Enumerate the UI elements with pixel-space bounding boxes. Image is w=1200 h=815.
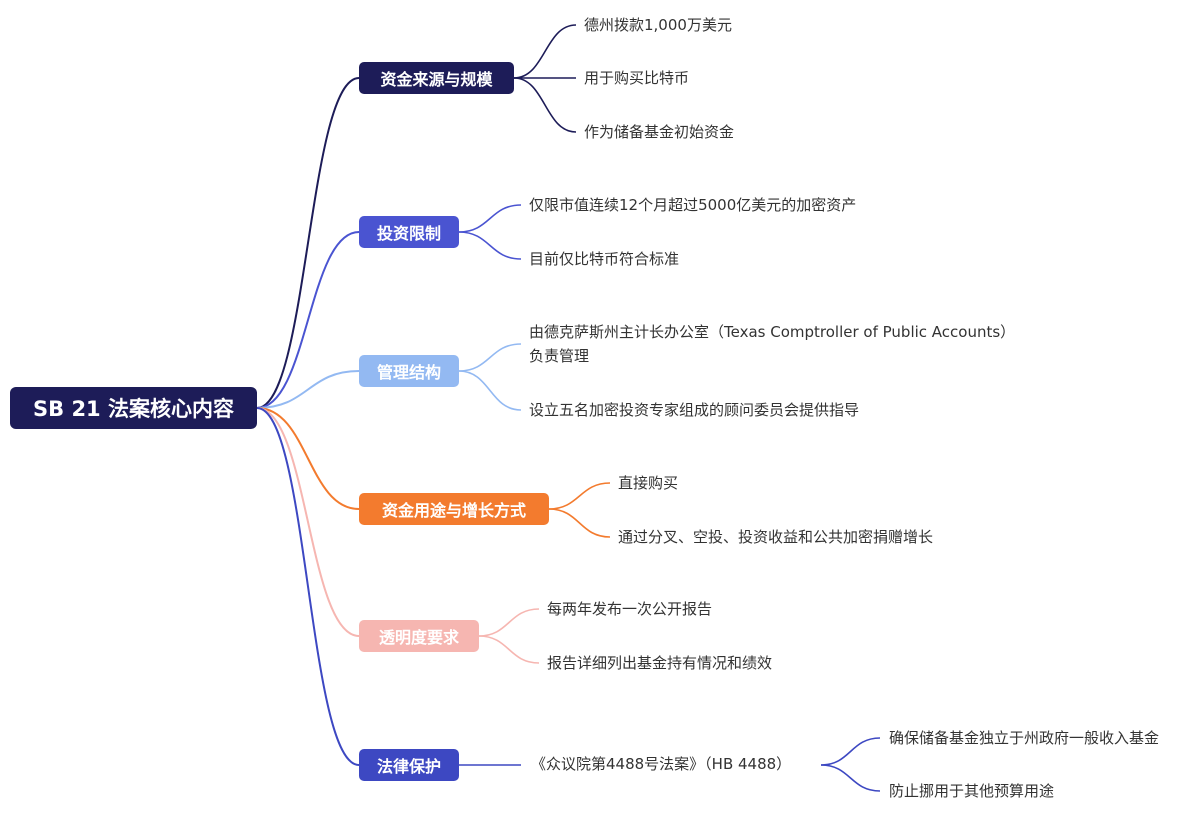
link-root-branch-5 xyxy=(256,407,360,766)
leaf-growth-methods[interactable]: 通过分叉、空投、投资收益和公共加密捐赠增长 xyxy=(618,528,934,546)
leaf-advisory-committee[interactable]: 设立五名加密投资专家组成的顾问委员会提供指导 xyxy=(529,401,860,419)
link-branch-2-leaf-0 xyxy=(458,343,522,372)
leaf-texas-allocation[interactable]: 德州拨款1,000万美元 xyxy=(584,16,732,34)
root-node[interactable]: SB 21 法案核心内容 xyxy=(10,387,257,429)
link-root-branch-3 xyxy=(256,407,360,510)
link-hb4488-subleaf-1 xyxy=(820,764,881,792)
link-branch-1-leaf-1 xyxy=(458,231,522,260)
branch-fund-usage-growth[interactable]: 资金用途与增长方式 xyxy=(359,493,549,525)
link-branch-0-leaf-0 xyxy=(513,24,577,79)
branch-transparency[interactable]: 透明度要求 xyxy=(359,620,479,652)
link-branch-1-leaf-0 xyxy=(458,204,522,233)
link-branch-4-leaf-0 xyxy=(478,608,540,637)
link-root-branch-2 xyxy=(256,370,360,409)
leaf-initial-fund[interactable]: 作为储备基金初始资金 xyxy=(584,123,735,141)
subleaf-independent-fund[interactable]: 确保储备基金独立于州政府一般收入基金 xyxy=(889,729,1160,747)
branch-management-structure[interactable]: 管理结构 xyxy=(359,355,459,387)
leaf-only-bitcoin[interactable]: 目前仅比特币符合标准 xyxy=(529,250,680,268)
leaf-comptroller-office[interactable]: 由德克萨斯州主计长办公室（Texas Comptroller of Public… xyxy=(529,323,1008,365)
link-branch-3-leaf-0 xyxy=(548,482,611,510)
leaf-market-cap-limit[interactable]: 仅限市值连续12个月超过5000亿美元的加密资产 xyxy=(529,196,857,214)
link-root-branch-0 xyxy=(256,77,360,409)
link-root-branch-4 xyxy=(256,407,360,637)
link-branch-0-leaf-2 xyxy=(513,77,577,133)
link-branch-2-leaf-1 xyxy=(458,370,522,411)
link-root-branch-1 xyxy=(256,231,360,409)
leaf-biennial-report[interactable]: 每两年发布一次公开报告 xyxy=(547,600,713,618)
leaf-direct-purchase[interactable]: 直接购买 xyxy=(618,474,679,492)
leaf-buy-bitcoin[interactable]: 用于购买比特币 xyxy=(584,69,690,87)
link-branch-4-leaf-1 xyxy=(478,635,540,664)
leaf-report-details[interactable]: 报告详细列出基金持有情况和绩效 xyxy=(547,654,773,672)
branch-investment-limits[interactable]: 投资限制 xyxy=(359,216,459,248)
link-hb4488-subleaf-0 xyxy=(820,737,881,766)
branch-legal-protection[interactable]: 法律保护 xyxy=(359,749,459,781)
branch-funding-source[interactable]: 资金来源与规模 xyxy=(359,62,514,94)
subleaf-prevent-misuse[interactable]: 防止挪用于其他预算用途 xyxy=(889,782,1055,800)
link-branch-3-leaf-1 xyxy=(548,508,611,538)
leaf-hb-4488[interactable]: 《众议院第4488号法案》（HB 4488） xyxy=(531,755,792,773)
